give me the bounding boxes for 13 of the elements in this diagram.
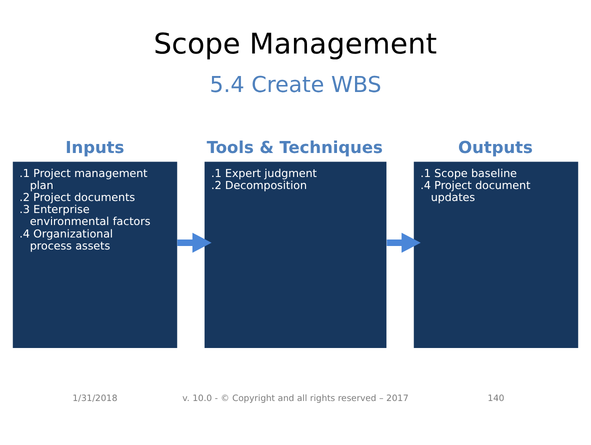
- label: 5.4 Create WBS: [210, 73, 382, 98]
- label: v. 10.0 - © Copyright and all rights reserved – 2017: [182, 394, 409, 404]
- diagram-title: Scope Management: [154, 28, 437, 61]
- node-label: Outputs: [458, 138, 533, 157]
- node-box: .1 Scope baseline .4 Project document updates: [414, 162, 578, 348]
- arrow: [386, 232, 421, 253]
- arrow: [177, 232, 212, 253]
- node-label: Tools & Techniques: [206, 138, 383, 157]
- label: 1/31/2018: [72, 394, 118, 404]
- node-box: .1 Project management plan .2 Project documents .3 Enterprise environmental factors .4 Organizational process assets: [12, 162, 178, 348]
- node-box: .1 Expert judgment .2 Decomposition: [204, 162, 386, 348]
- node-label: Inputs: [65, 138, 124, 157]
- label: 140: [488, 394, 504, 404]
